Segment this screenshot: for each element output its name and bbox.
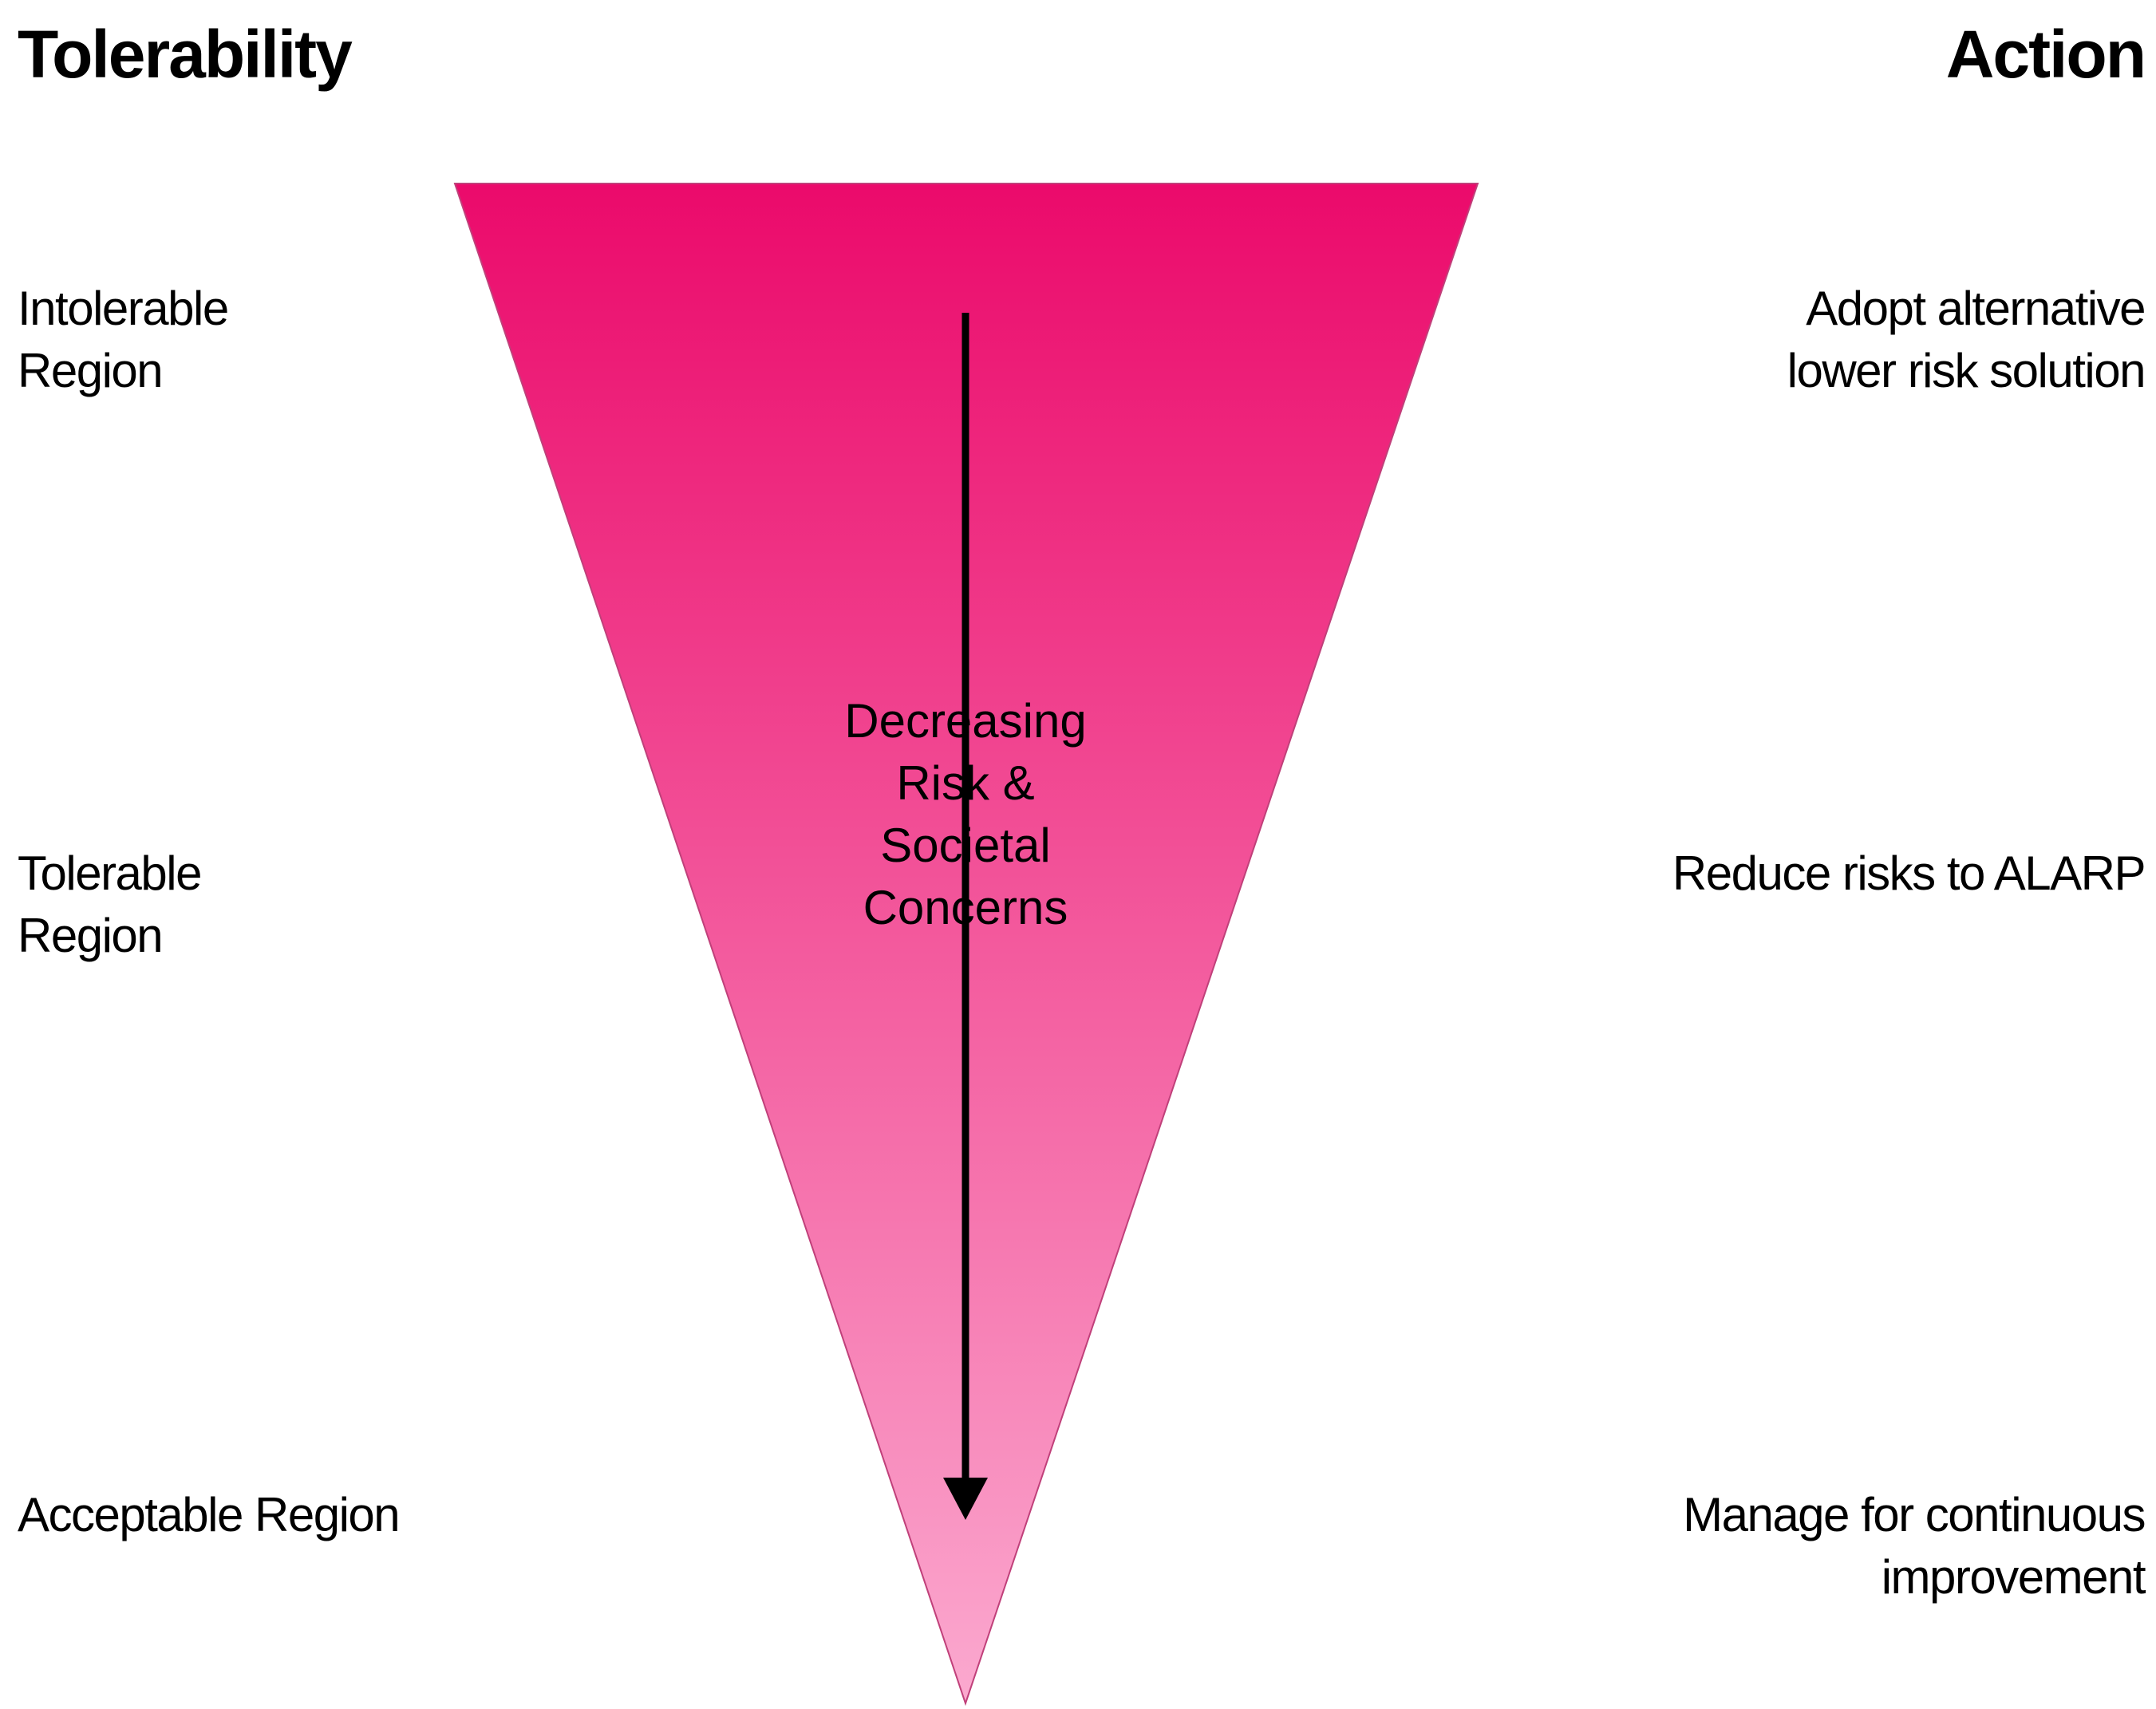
center-label-line-2: Risk & (896, 756, 1034, 810)
center-label-line-3: Societal (880, 819, 1050, 872)
tolerability-label-intolerable: Intolerable Region (18, 282, 229, 397)
tolerability-label-tolerable: Tolerable Region (18, 847, 203, 962)
action-label-reduce-alarp: Reduce risks to ALARP (1672, 847, 2146, 900)
tolerability-label-acceptable: Acceptable Region (18, 1488, 401, 1541)
action-heading: Action (1945, 17, 2146, 92)
center-label-line-1: Decreasing (844, 694, 1087, 748)
tolerability-heading: Tolerability (18, 17, 353, 92)
center-label-line-4: Concerns (863, 881, 1068, 934)
action-label-continuous-improvement: Manage for continuous improvement (1683, 1488, 2146, 1604)
action-label-adopt-alternative: Adopt alternative lower risk solution (1787, 282, 2146, 397)
arrow-head (943, 1478, 988, 1520)
